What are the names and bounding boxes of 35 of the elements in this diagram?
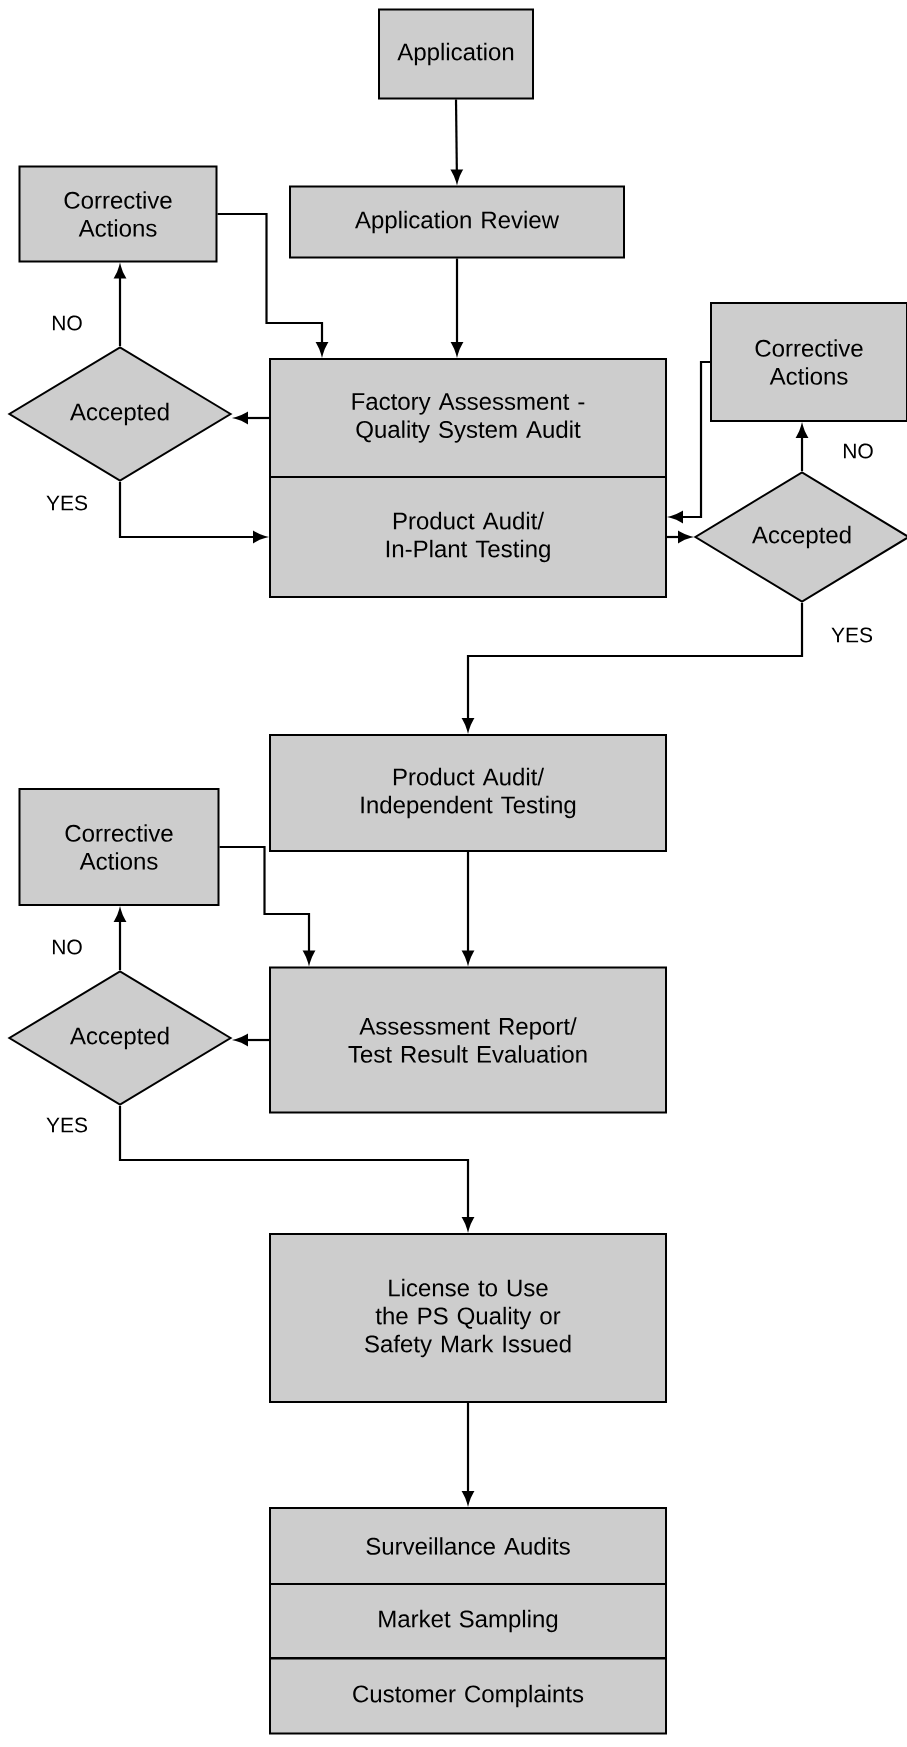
arrow: [451, 99, 463, 183]
edge-label: YES: [45, 494, 89, 512]
arrow: [462, 852, 474, 964]
process-box: Market Sampling: [269, 1583, 667, 1659]
arrow: [118, 1106, 474, 1230]
process-box: Product Audit/ Independent Testing: [269, 734, 667, 852]
arrow: [462, 603, 804, 731]
process-box: Customer Complaints: [269, 1657, 667, 1735]
arrow: [462, 1403, 474, 1504]
process-box: Corrective Actions: [710, 302, 907, 422]
process-box: Application Review: [289, 185, 625, 259]
process-box: Product Audit/ In-Plant Testing: [269, 476, 667, 598]
arrow: [235, 1034, 269, 1046]
arrow: [667, 531, 691, 543]
arrow: [451, 258, 463, 355]
process-box: Factory Assessment - Quality System Audit: [269, 358, 667, 478]
arrow: [796, 425, 808, 471]
arrow: [217, 212, 328, 355]
edge-label: YES: [830, 626, 874, 644]
edge-label: NO: [50, 314, 84, 332]
process-box: Surveillance Audits: [269, 1507, 667, 1585]
edge-label: NO: [841, 442, 875, 460]
arrow: [235, 412, 269, 424]
arrow: [114, 265, 126, 346]
process-box: License to Use the PS Quality or Safety Mark Issued: [269, 1233, 667, 1403]
edge-label: YES: [45, 1116, 89, 1134]
arrow: [114, 909, 126, 970]
arrow: [118, 482, 266, 543]
edge-label: NO: [50, 938, 84, 956]
process-box: Assessment Report/ Test Result Evaluation: [269, 966, 667, 1114]
process-box: Corrective Actions: [18, 788, 220, 906]
arrow: [219, 845, 315, 964]
process-box: Corrective Actions: [18, 165, 218, 263]
process-box: Application: [378, 8, 534, 100]
arrow: [670, 360, 710, 523]
